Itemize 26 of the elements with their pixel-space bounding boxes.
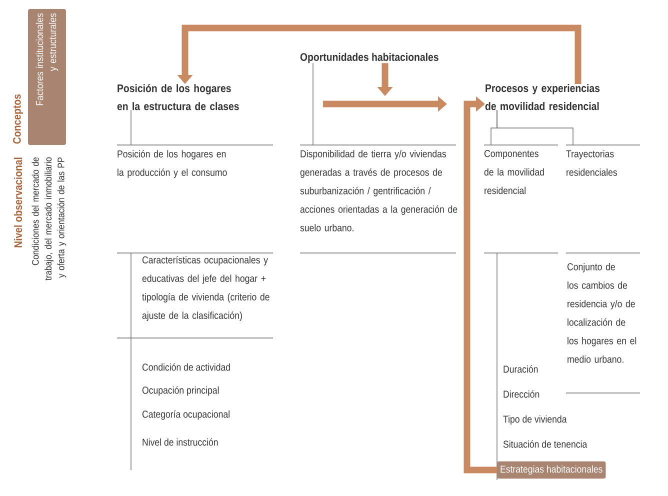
- variable-text: Dirección: [504, 390, 540, 398]
- section-heading: Procesos y experiencias de movilidad residencial: [485, 84, 600, 110]
- variable-text: Categoría ocupacional: [142, 410, 230, 420]
- section-heading: Posición de los hogares en la estructura de clases: [117, 84, 239, 110]
- row-description: Condiciones del mercado de trabajo, del mercado inmobiliario y oferta y orientación de las PP: [32, 157, 66, 280]
- variable-text: Tipo de vivienda: [503, 415, 567, 425]
- section-heading: Oportunidades habitacionales: [300, 52, 438, 64]
- category-text: Disponibilidad de tierra y/o viviendas generadas a través de procesos de suburbanización / gentrificación / acciones orientadas a la generación de suelo urbano.: [300, 150, 458, 232]
- variable-text: Condición de actividad: [142, 363, 230, 371]
- category-text: Trayectorias residenciales: [566, 150, 618, 176]
- description-text: Conjunto de los cambios de residencia y/o de localización de los hogares en el medio urbano.: [567, 263, 636, 363]
- connector-line: [496, 110, 574, 146]
- concept-heading: Conceptos: [13, 94, 23, 144]
- description-text: Características ocupacionales y educativas del jefe del hogar + tipología de vivienda (criterio de ajuste de la clasificación): [142, 256, 270, 321]
- variable-text: Duración: [504, 365, 538, 373]
- arrow: [464, 96, 497, 474]
- variable-text: Ocupación principal: [142, 386, 219, 396]
- category-text: Posición de los hogares en la producción y el consumo: [118, 150, 227, 178]
- highlighted-box: Estrategias habitacionales: [497, 461, 606, 479]
- row-heading: Nivel observacional: [14, 158, 22, 248]
- concept-box: Factores institucionales y estructurales: [28, 9, 66, 145]
- category-text: Componentes de la movilidad residencial: [484, 150, 544, 194]
- variable-text: Situación de tenencia: [503, 440, 588, 448]
- variable-text: Nivel de instrucción: [142, 438, 218, 446]
- connector-line: [130, 110, 132, 146]
- connector-line: [312, 62, 314, 146]
